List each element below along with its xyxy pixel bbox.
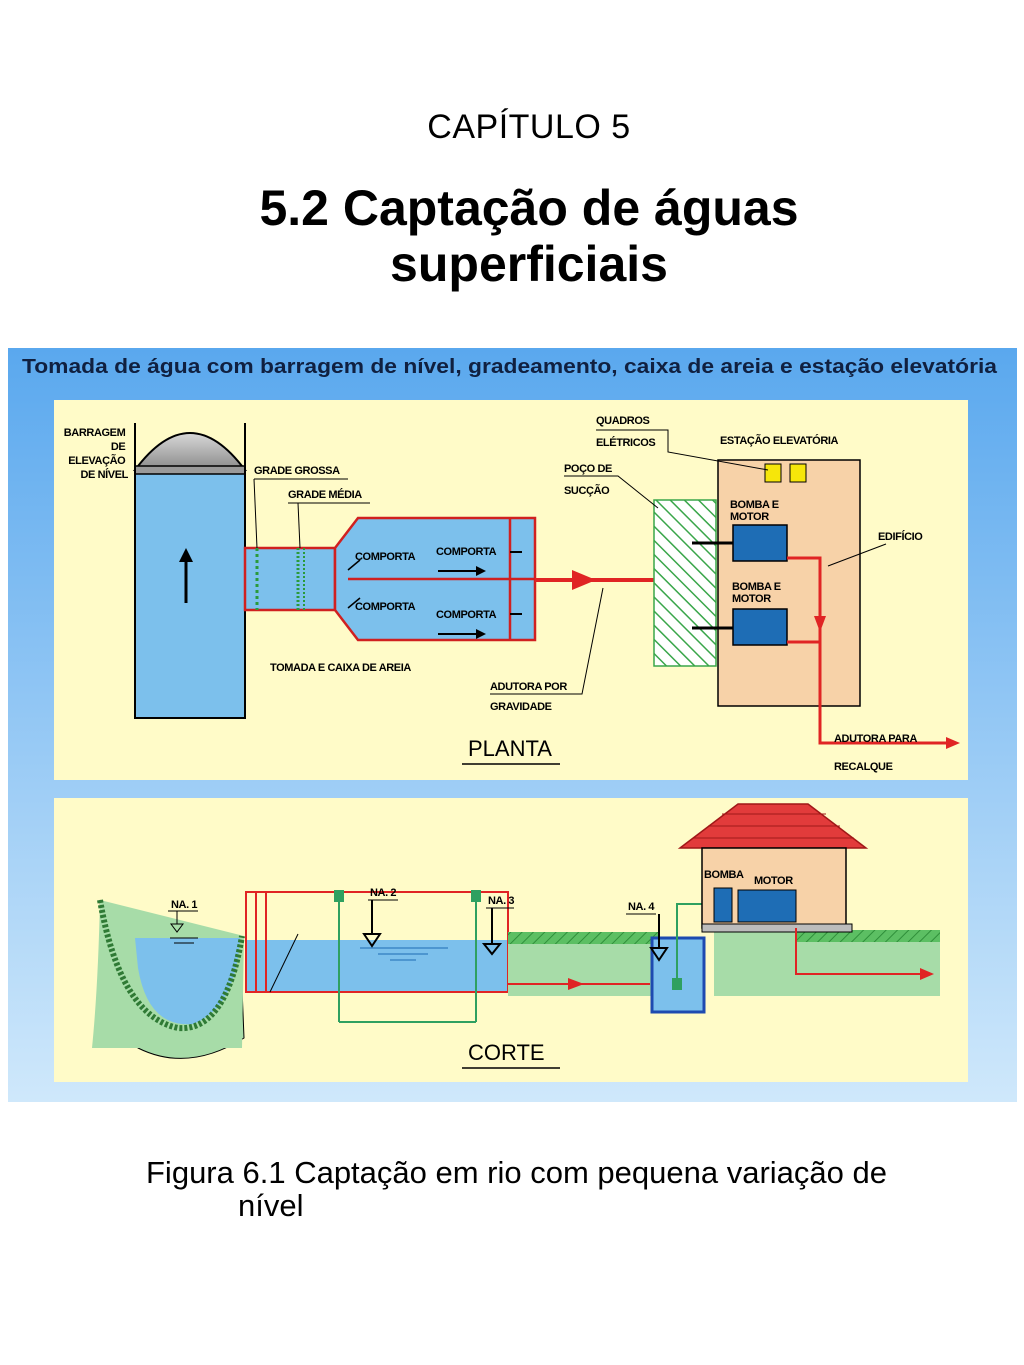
diagram-banner: Tomada de água com barragem de nível, gr… xyxy=(22,356,998,378)
corte-heading: CORTE xyxy=(468,1040,545,1065)
dam-label-2: DE xyxy=(111,441,126,453)
bomba-motor-label-1a: BOMBA E xyxy=(730,499,779,511)
poco-label-1: POÇO DE xyxy=(564,463,612,475)
na2-label: NA. 2 xyxy=(370,887,396,899)
comporta-label-4: COMPORTA xyxy=(436,609,497,621)
svg-text:QUADROS ELÉTRICOS: QUADROS ELÉTRICOS xyxy=(596,415,655,449)
adutora-gravidade-label-1: ADUTORA POR xyxy=(490,681,567,693)
planta-heading: PLANTA xyxy=(468,736,552,761)
river-channel xyxy=(134,469,246,719)
edificio-label: EDIFÍCIO xyxy=(878,530,923,543)
grade-media-label: GRADE MÉDIA xyxy=(288,488,362,501)
corte-pump xyxy=(713,887,733,923)
dam-label-4: DE NÍVEL xyxy=(80,468,128,481)
corte-motor-label: MOTOR xyxy=(754,875,793,887)
chapter-label: CAPÍTULO 5 xyxy=(427,108,631,146)
discharge-pipe xyxy=(787,556,953,745)
pump-motor-2 xyxy=(732,608,788,646)
quadros-label-2: ELÉTRICOS xyxy=(596,436,655,449)
tomada-label: TOMADA E CAIXA DE AREIA xyxy=(270,662,411,674)
section-title: 5.2 Captação de águas superficiais xyxy=(0,180,1024,292)
estacao-label: ESTAÇÃO ELEVATÓRIA xyxy=(720,434,839,447)
bomba-motor-label-2a: BOMBA E xyxy=(732,581,781,593)
dam-dome xyxy=(133,432,247,471)
poco-label-2: SUCÇÃO xyxy=(564,484,610,497)
dam-crest xyxy=(134,465,246,475)
pump-motor-1 xyxy=(732,524,788,562)
pump-station-building xyxy=(717,459,861,707)
flow-arrow-head xyxy=(179,548,193,562)
caption-line2: nível xyxy=(238,1188,304,1223)
caption-line1: Figura 6.1 Captação em rio com pequena v… xyxy=(146,1155,887,1190)
section-title-line1: 5.2 Captação de águas xyxy=(259,180,799,236)
corte-motor xyxy=(737,889,797,923)
river-water xyxy=(135,938,240,1025)
bomba-motor-label-2b: MOTOR xyxy=(732,593,771,605)
svg-text:ADUTORA PARA RECALQUE: ADUTORA PARA RECALQUE xyxy=(834,733,919,773)
svg-text:BOMBA E MOTOR: BOMBA E MOTOR xyxy=(732,581,783,605)
section-title-line2: superficiais xyxy=(390,236,668,292)
svg-text:POÇO DE SUCÇÃO: POÇO DE SUCÇÃO xyxy=(564,463,615,497)
electrical-panel-1 xyxy=(764,463,782,483)
comporta-label-1: COMPORTA xyxy=(355,551,416,563)
quadros-label-1: QUADROS xyxy=(596,415,649,427)
grade-grossa-label: GRADE GROSSA xyxy=(254,465,340,477)
electrical-panel-2 xyxy=(789,463,807,483)
na1-label: NA. 1 xyxy=(171,899,197,911)
dam-label-3: ELEVAÇÃO xyxy=(68,454,126,467)
svg-text:BARRAGEM DE ELEVAÇÃO: BARRAGEM DE ELEVAÇÃO DE NÍVEL xyxy=(64,427,129,481)
adutora-recalque-label-1: ADUTORA PARA xyxy=(834,733,917,745)
na3-label: NA. 3 xyxy=(488,895,514,907)
intake-section xyxy=(246,940,508,992)
corte-bomba-label: BOMBA xyxy=(704,869,744,881)
adutora-recalque-label-2: RECALQUE xyxy=(834,761,893,773)
adutora-gravidade-label-2: GRAVIDADE xyxy=(490,701,552,713)
ground-strip-1 xyxy=(508,934,658,996)
comporta-label-3: COMPORTA xyxy=(436,546,497,558)
bomba-motor-label-1b: MOTOR xyxy=(730,511,769,523)
na4-label: NA. 4 xyxy=(628,901,655,913)
figure-caption: Figura 6.1 Captação em rio com pequena v… xyxy=(146,1156,966,1222)
svg-text:ADUTORA POR GRAVIDADE: ADUTORA POR GRAVIDADE xyxy=(490,681,570,713)
water-intake-diagram: Tomada de água com barragem de nível, gr… xyxy=(8,348,1017,1102)
suction-well xyxy=(653,499,717,667)
dam-label-1: BARRAGEM xyxy=(64,427,126,439)
comporta-label-2: COMPORTA xyxy=(355,601,416,613)
svg-text:BOMBA E MOTOR: BOMBA E MOTOR xyxy=(730,499,781,523)
corte-discharge-pipe xyxy=(795,928,924,975)
